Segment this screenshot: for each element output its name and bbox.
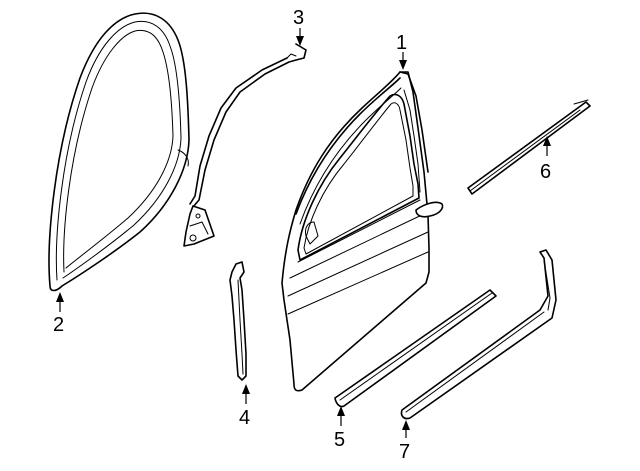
callout-5: 5 — [334, 406, 345, 451]
belt-moulding — [467, 99, 591, 195]
callout-label-4: 4 — [239, 407, 250, 429]
arrow-icon — [56, 292, 64, 302]
callout-label-5: 5 — [334, 429, 345, 451]
callout-2: 2 — [53, 292, 64, 336]
callout-label-1: 1 — [396, 32, 407, 54]
pillar-trim-strip — [229, 261, 247, 381]
lower-door-moulding — [334, 289, 497, 408]
arrow-icon — [399, 60, 407, 70]
door-shell — [281, 71, 444, 392]
arrow-icon — [402, 420, 410, 430]
callout-6: 6 — [540, 136, 551, 183]
door-opening-weatherstrip — [48, 12, 190, 292]
callout-label-2: 2 — [53, 314, 64, 336]
upper-frame-moulding — [183, 43, 307, 247]
arrow-icon — [296, 36, 304, 46]
callout-3: 3 — [293, 7, 304, 46]
callout-label-6: 6 — [540, 161, 551, 183]
callout-label-7: 7 — [399, 441, 410, 463]
callout-1: 1 — [396, 32, 407, 70]
arrow-icon — [337, 406, 345, 416]
callout-7: 7 — [399, 420, 410, 463]
arrow-icon — [242, 384, 250, 394]
rocker-moulding — [400, 249, 557, 420]
arrow-icon — [543, 136, 551, 146]
callout-4: 4 — [239, 384, 250, 429]
callout-label-3: 3 — [293, 7, 304, 29]
